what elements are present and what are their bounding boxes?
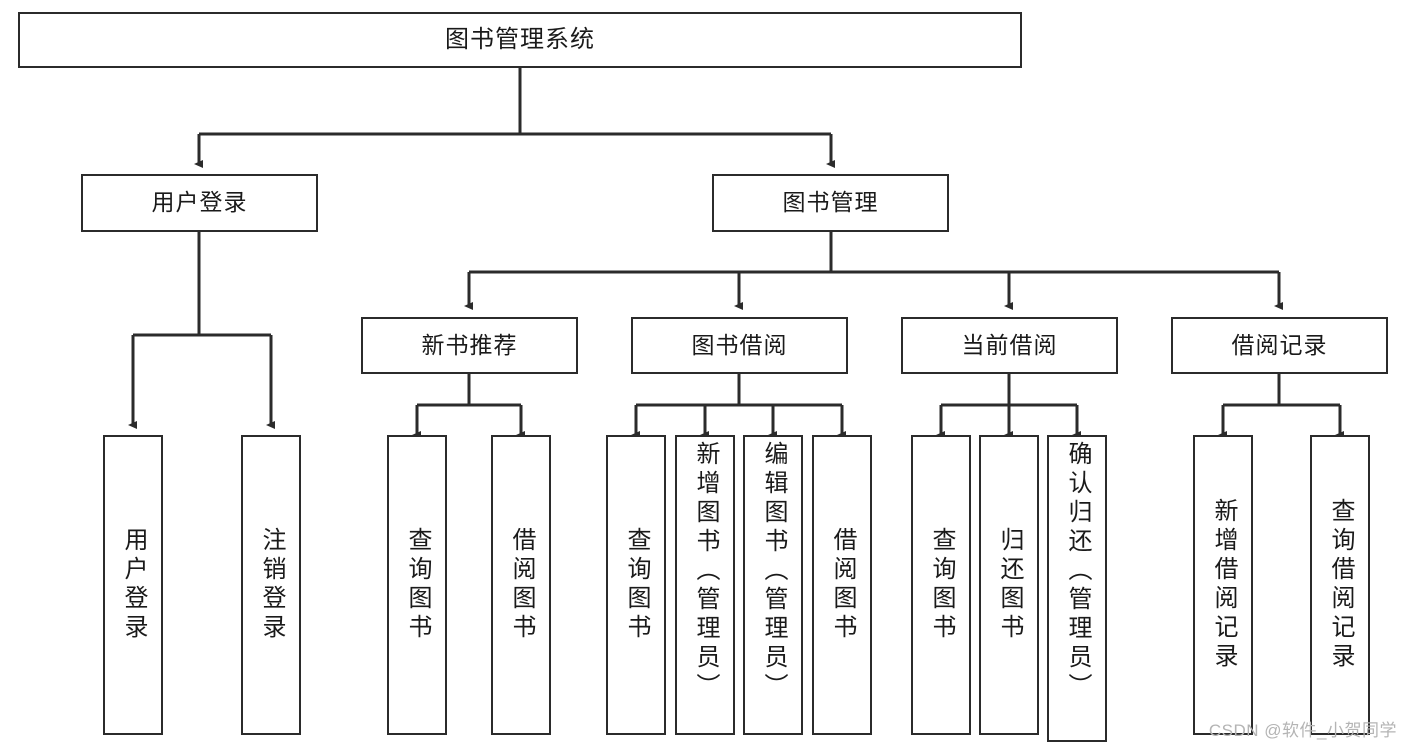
leaf-logout-login[interactable]: 注销登录 [241, 435, 301, 735]
node-label: 当前借阅 [961, 331, 1058, 358]
node-root-system[interactable]: 图书管理系统 [18, 12, 1022, 68]
node-borrow-record[interactable]: 借阅记录 [1171, 317, 1388, 374]
leaf-borrow-book-1[interactable]: 借阅图书 [491, 435, 551, 735]
leaf-user-login[interactable]: 用户登录 [103, 435, 163, 735]
node-label: 用户登录 [120, 527, 147, 643]
node-book-borrow[interactable]: 图书借阅 [631, 317, 848, 374]
node-label: 确认归还（管理员） [1064, 441, 1091, 702]
leaf-query-book-1[interactable]: 查询图书 [387, 435, 447, 735]
node-label: 注销登录 [258, 527, 285, 643]
leaf-add-book-admin[interactable]: 新增图书（管理员） [675, 435, 735, 735]
node-label: 借阅图书 [829, 527, 856, 643]
node-label: 借阅记录 [1231, 331, 1328, 358]
node-label: 新增借阅记录 [1210, 498, 1237, 672]
node-label: 用户登录 [151, 189, 248, 216]
node-label: 查询借阅记录 [1327, 498, 1354, 672]
leaf-query-book-3[interactable]: 查询图书 [911, 435, 971, 735]
node-label: 归还图书 [996, 527, 1023, 643]
node-new-book-recommend[interactable]: 新书推荐 [361, 317, 578, 374]
leaf-query-borrow-record[interactable]: 查询借阅记录 [1310, 435, 1370, 735]
leaf-add-borrow-record[interactable]: 新增借阅记录 [1193, 435, 1253, 735]
node-label: 图书管理 [782, 189, 879, 216]
node-user-login[interactable]: 用户登录 [81, 174, 318, 232]
node-label: 新书推荐 [421, 331, 518, 358]
node-label: 图书管理系统 [445, 25, 595, 53]
leaf-borrow-book-2[interactable]: 借阅图书 [812, 435, 872, 735]
node-label: 编辑图书（管理员） [760, 441, 787, 702]
node-label: 查询图书 [623, 527, 650, 643]
leaf-edit-book-admin[interactable]: 编辑图书（管理员） [743, 435, 803, 735]
leaf-confirm-return-admin[interactable]: 确认归还（管理员） [1047, 435, 1107, 742]
leaf-return-book[interactable]: 归还图书 [979, 435, 1039, 735]
watermark-text: CSDN @软件_小贺同学 [1208, 721, 1397, 740]
node-label: 查询图书 [404, 527, 431, 643]
node-label: 借阅图书 [508, 527, 535, 643]
node-current-borrow[interactable]: 当前借阅 [901, 317, 1118, 374]
node-book-manage[interactable]: 图书管理 [712, 174, 949, 232]
node-label: 新增图书（管理员） [692, 441, 719, 702]
node-label: 查询图书 [928, 527, 955, 643]
leaf-query-book-2[interactable]: 查询图书 [606, 435, 666, 735]
node-label: 图书借阅 [691, 331, 788, 358]
